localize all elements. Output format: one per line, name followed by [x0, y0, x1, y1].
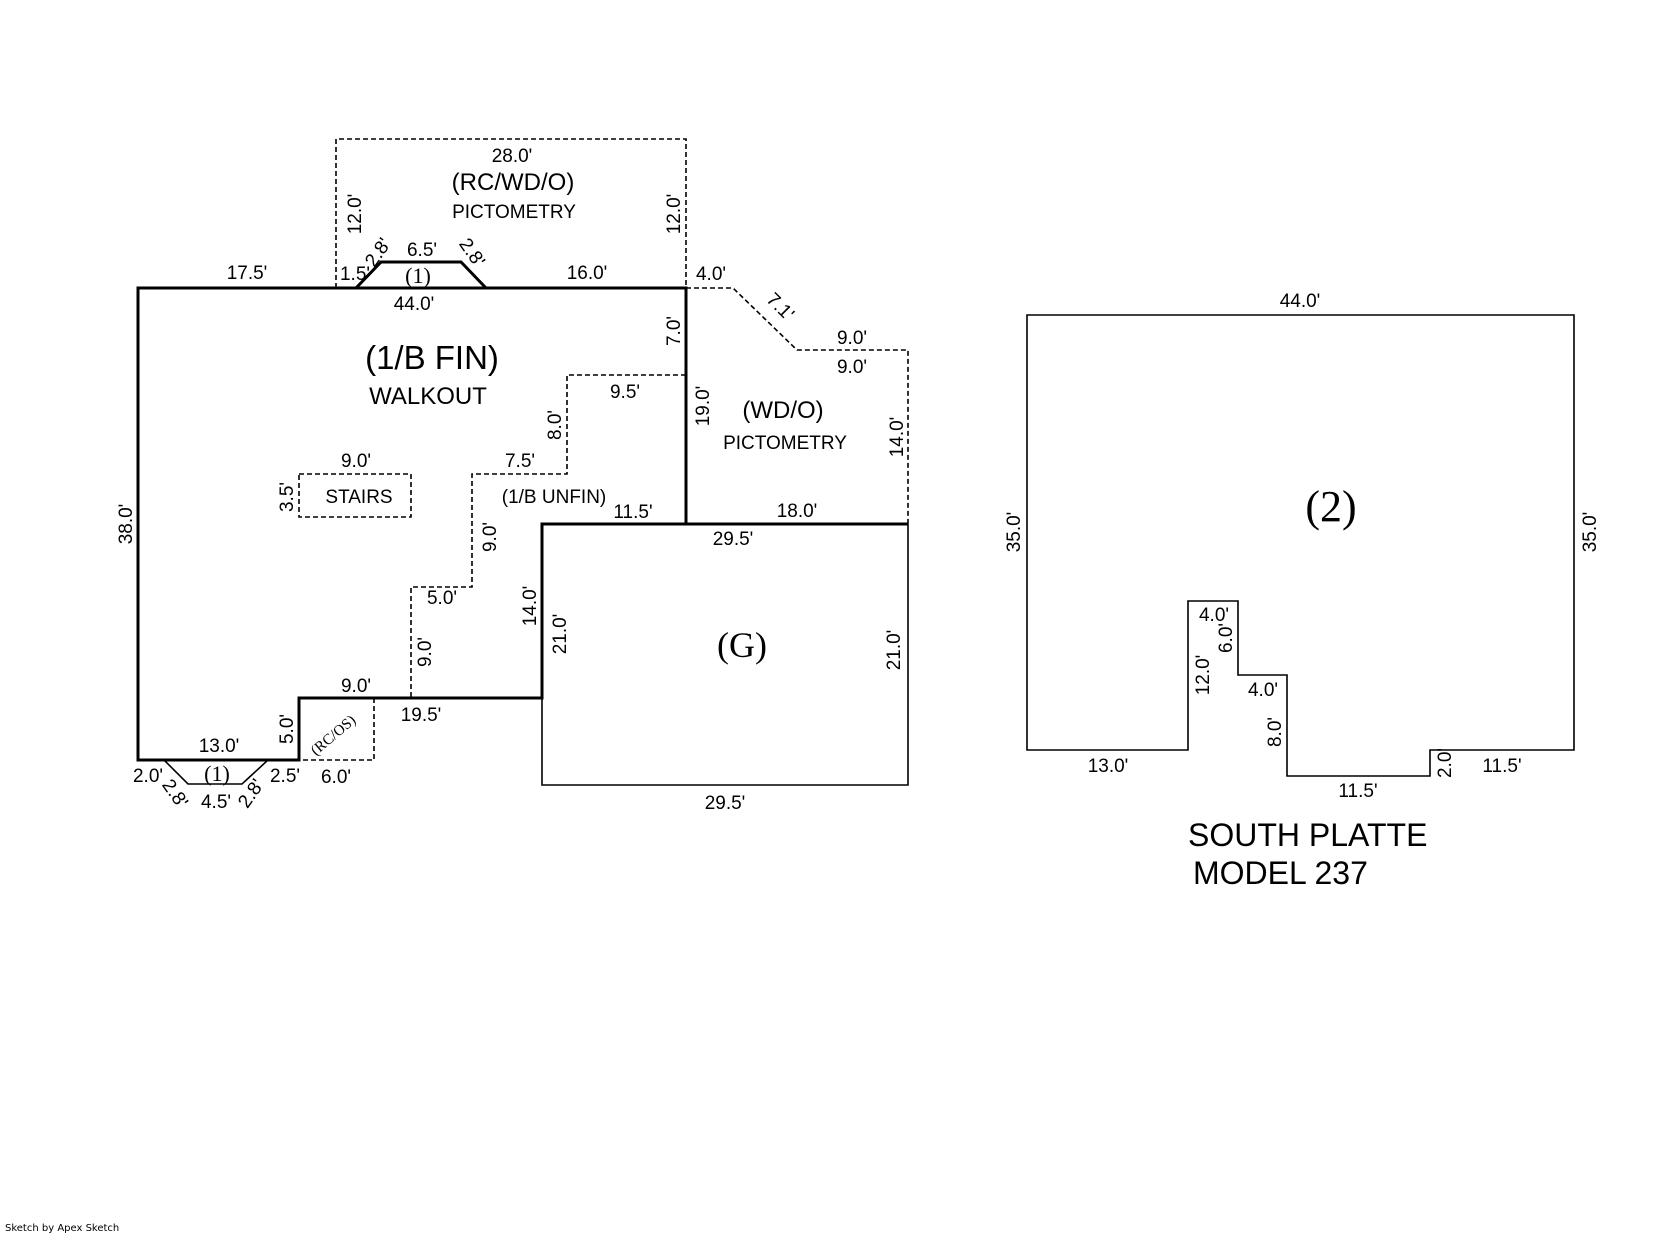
area-label-bay-bottom: (1) [204, 761, 230, 786]
dim-r-left-35: 35.0' [1004, 512, 1025, 553]
rc-os-porch-outline [299, 698, 375, 761]
dim-top-28: 28.0' [492, 146, 533, 167]
area-label-stairs: STAIRS [325, 487, 392, 508]
dim-wall-7: 7.0' [664, 316, 685, 346]
dim-wall-14: 14.0' [520, 586, 541, 627]
rc-wd-o-deck-outline [335, 138, 687, 288]
dim-step-7-5: 7.5' [505, 451, 535, 472]
area-label-pictometry-top: PICTOMETRY [452, 202, 576, 223]
dim-rcos-6: 6.0' [321, 767, 351, 788]
area-label-basement-fin: (1/B FIN) [365, 339, 499, 376]
garage-walls [541, 524, 909, 786]
area-label-rc-wd-o: (RC/WD/O) [452, 169, 575, 196]
dim-step-8: 8.0' [545, 410, 566, 440]
dim-top-16: 16.0' [567, 263, 608, 284]
area-label-bay-top: (1) [405, 263, 431, 288]
stairs-outline [298, 473, 412, 518]
dim-deck-9-bottom: 9.0' [837, 357, 867, 378]
basement-unfin-boundary [410, 374, 686, 698]
area-label-rc-os: (RC/OS) [308, 712, 359, 759]
dim-top-17-5: 17.5' [227, 263, 268, 284]
caption-line-2: MODEL 237 [1193, 855, 1368, 891]
area-label-wd-o: (WD/O) [742, 397, 823, 424]
dim-top-12-right: 12.0' [664, 194, 685, 235]
dim-stairs-3-5: 3.5' [277, 482, 298, 512]
dim-wall-9-h: 9.0' [341, 676, 371, 697]
dim-step-9-v: 9.0' [480, 522, 501, 552]
dim-deck-9-top: 9.0' [837, 328, 867, 349]
wd-o-deck-outline [686, 287, 909, 524]
sketch-credit: Sketch by Apex Sketch [5, 1223, 120, 1234]
dim-r-notch-12: 12.0' [1193, 655, 1214, 696]
dim-bay-2-8-right: 2.8' [454, 235, 488, 272]
dim-bottom-2: 2.0' [133, 766, 163, 787]
dim-r-notch-8: 8.0' [1265, 717, 1286, 747]
dim-r-notch-2: 2.0' [1435, 748, 1456, 778]
second-floor-outline [1026, 314, 1575, 777]
area-label-walkout: WALKOUT [369, 383, 487, 410]
dim-bay-bottom-2-8-right: 2.8' [234, 776, 268, 813]
dim-deck-7-1: 7.1' [762, 289, 798, 325]
bay-window-bottom [163, 759, 269, 785]
dim-deck-14: 14.0' [887, 417, 908, 458]
dim-bottom-13: 13.0' [199, 736, 240, 757]
caption-line-1: SOUTH PLATTE [1188, 817, 1427, 853]
dim-r-notch-4-top: 4.0' [1199, 605, 1229, 626]
area-label-basement-unfin: (1/B UNFIN) [502, 487, 607, 508]
dim-r-right-35: 35.0' [1580, 512, 1601, 553]
dim-top-44: 44.0' [394, 294, 435, 315]
bay-window-top [354, 260, 488, 290]
dim-step-9-v2: 9.0' [415, 637, 436, 667]
dim-deck-4: 4.0' [696, 264, 726, 285]
dim-r-bottom-13: 13.0' [1088, 756, 1129, 777]
dim-top-12-left: 12.0' [345, 194, 366, 235]
area-label-garage: (G) [717, 625, 767, 665]
dim-wall-19: 19.0' [693, 386, 714, 427]
dim-garage-21-right: 21.0' [884, 630, 905, 671]
dim-garage-29-5-bottom: 29.5' [705, 793, 746, 814]
dim-r-top-44: 44.0' [1280, 291, 1321, 312]
dim-garage-18: 18.0' [777, 501, 818, 522]
dim-top-1-5: 1.5' [340, 264, 370, 285]
dim-r-bottom-11-5-right: 11.5' [1482, 756, 1521, 777]
dim-step-9-5: 9.5' [610, 382, 640, 403]
dim-r-notch-4-mid: 4.0' [1248, 680, 1278, 701]
dim-r-bottom-11-5-mid: 11.5' [1338, 781, 1377, 802]
dim-step-11-5: 11.5' [613, 502, 652, 523]
dim-step-5: 5.0' [427, 588, 457, 609]
dim-stairs-9: 9.0' [341, 451, 371, 472]
dim-bay-bottom-4-5: 4.5' [201, 792, 231, 813]
dim-bay-6-5: 6.5' [407, 240, 437, 261]
area-label-pictometry-right: PICTOMETRY [723, 433, 847, 454]
dim-bottom-2-5: 2.5' [270, 766, 300, 787]
dim-r-notch-6: 6.0' [1216, 623, 1237, 653]
dim-wall-19-5: 19.5' [401, 705, 442, 726]
area-label-second-floor: (2) [1305, 482, 1356, 531]
dim-left-38: 38.0' [116, 504, 137, 545]
dim-garage-29-5-top: 29.5' [713, 529, 754, 550]
dim-wall-5: 5.0' [277, 714, 298, 744]
dim-garage-21-left: 21.0' [550, 614, 571, 655]
